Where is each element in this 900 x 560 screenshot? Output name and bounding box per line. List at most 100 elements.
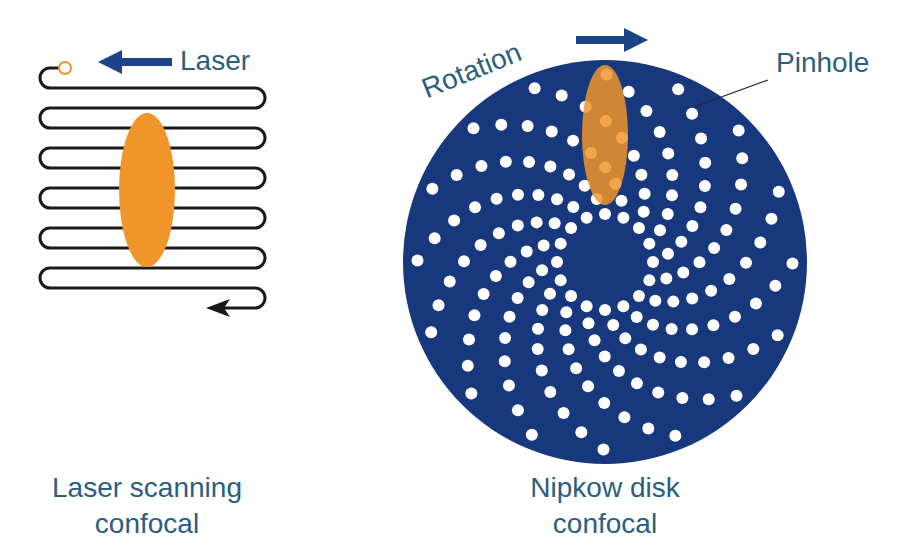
pinhole <box>560 306 572 318</box>
focal-spot <box>582 65 628 205</box>
pinhole <box>730 203 742 215</box>
pinhole <box>532 189 544 201</box>
pinhole <box>643 238 655 250</box>
pinhole <box>729 311 741 323</box>
pinhole <box>583 317 595 329</box>
pinhole <box>493 227 505 239</box>
pinhole <box>754 237 766 249</box>
pinhole <box>607 319 619 331</box>
pinhole <box>635 169 647 181</box>
pinhole <box>512 404 524 416</box>
pinhole <box>565 290 577 302</box>
pinhole <box>619 332 631 344</box>
pinhole <box>551 256 563 268</box>
pinhole <box>523 156 535 168</box>
pinhole <box>666 189 678 201</box>
rotation-arrow <box>576 36 630 44</box>
pinhole <box>536 304 548 316</box>
pinhole <box>575 426 587 438</box>
pinhole <box>567 201 579 213</box>
pinhole <box>686 292 698 304</box>
pinhole <box>654 126 666 138</box>
pinhole <box>631 311 643 323</box>
pinhole <box>412 254 424 266</box>
pinhole <box>462 360 474 372</box>
pinhole <box>529 82 541 94</box>
pinhole <box>522 120 534 132</box>
pinhole <box>623 86 635 98</box>
pinhole <box>693 256 705 268</box>
pinhole <box>478 288 490 300</box>
pinhole <box>720 224 732 236</box>
pinhole <box>526 429 538 441</box>
pinhole <box>723 273 735 285</box>
pinhole <box>675 236 687 248</box>
pinhole <box>747 343 759 355</box>
pinhole <box>740 257 752 269</box>
pinhole <box>551 193 563 205</box>
pinhole-label: Pinhole <box>776 45 894 81</box>
pinhole <box>643 274 655 286</box>
pinhole <box>736 152 748 164</box>
pinhole <box>490 270 502 282</box>
pinhole <box>666 169 678 181</box>
scan-path <box>40 68 265 308</box>
pinhole <box>544 386 556 398</box>
pinhole <box>654 224 666 236</box>
pinhole <box>444 275 456 287</box>
pinhole <box>512 292 524 304</box>
pinhole <box>532 323 544 335</box>
pinhole <box>772 329 784 341</box>
pinhole <box>567 135 579 147</box>
pinhole <box>695 132 707 144</box>
rotation-arrow-head <box>624 28 648 52</box>
pinhole <box>707 319 719 331</box>
pinhole <box>654 351 666 363</box>
pinhole <box>786 258 798 270</box>
leader-line <box>694 80 768 107</box>
pinhole <box>556 90 568 102</box>
laser-spot <box>59 62 71 74</box>
pinhole <box>463 333 475 345</box>
pinhole <box>512 189 524 201</box>
pinhole <box>633 290 645 302</box>
pinhole <box>599 350 611 362</box>
pinhole <box>558 407 570 419</box>
nipkow-disk <box>403 60 807 464</box>
pinhole <box>617 212 629 224</box>
pinhole <box>536 364 548 376</box>
pinhole <box>581 300 593 312</box>
pinhole <box>467 122 479 134</box>
pinhole <box>468 309 480 321</box>
pinhole <box>503 380 515 392</box>
pinhole <box>642 422 654 434</box>
pinhole <box>699 157 711 169</box>
pinhole <box>448 215 460 227</box>
pinhole <box>669 430 681 442</box>
laser-arrow <box>116 58 172 66</box>
pinhole <box>475 160 487 172</box>
pinhole <box>549 217 561 229</box>
pinhole <box>544 161 556 173</box>
pinhole <box>676 392 688 404</box>
scan-arrow-head <box>206 299 230 317</box>
pinhole <box>649 295 661 307</box>
pinhole <box>694 201 706 213</box>
laser-arrow-head <box>98 50 122 74</box>
pinhole <box>733 124 745 136</box>
pinhole <box>597 443 609 455</box>
pinhole <box>581 212 593 224</box>
pinhole <box>677 266 689 278</box>
pinhole <box>640 105 652 117</box>
pinhole <box>546 125 558 137</box>
pinhole <box>708 242 720 254</box>
pinhole <box>426 183 438 195</box>
pinhole <box>686 108 698 120</box>
pinhole <box>499 332 511 344</box>
pinhole <box>559 324 571 336</box>
pinhole <box>618 411 630 423</box>
pinhole <box>523 276 535 288</box>
pinhole <box>475 239 487 251</box>
pinhole <box>615 195 627 207</box>
pinhole <box>469 201 481 213</box>
